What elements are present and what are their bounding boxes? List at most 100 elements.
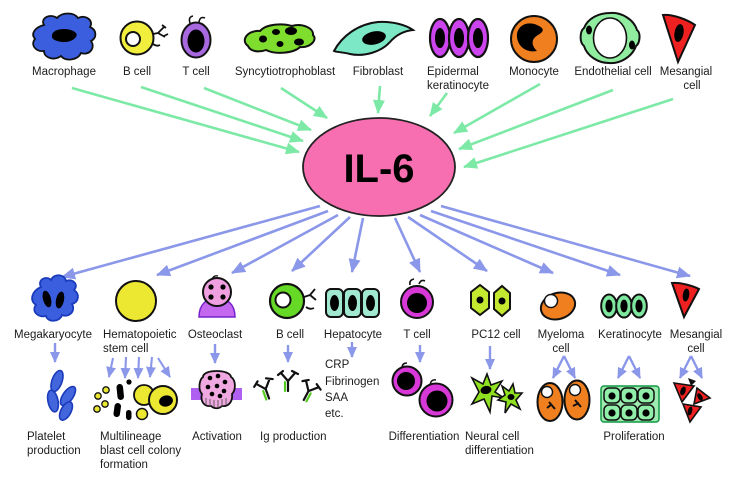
macrophage-nucleus bbox=[51, 29, 77, 43]
mesangial-fork-arrow bbox=[678, 355, 704, 379]
target-myeloma: Myeloma cell bbox=[538, 291, 585, 355]
target-label-hematopoietic: Hematopoietic bbox=[103, 329, 177, 341]
target-label-hepatocyte: Hepatocyte bbox=[324, 329, 382, 341]
target-label-mesangial: Mesangial bbox=[670, 329, 722, 341]
b-cell-inner bbox=[274, 291, 292, 309]
arrow-il6-to-t-cell bbox=[393, 217, 422, 273]
arrow-il6-to-pc12 bbox=[407, 215, 488, 273]
blast-colony-icon bbox=[93, 379, 178, 421]
b-cell-receptor-icon bbox=[303, 288, 317, 310]
epidermal-keratinocyte-cell-icon bbox=[428, 17, 490, 59]
endothelial-nucleus-right bbox=[629, 40, 635, 50]
osteoclast-nuclei bbox=[208, 284, 226, 300]
source-label-macrophage: Macrophage bbox=[32, 66, 96, 78]
osteoclast-antenna bbox=[211, 275, 219, 280]
proliferating-keratinocytes-icon bbox=[600, 385, 660, 423]
il6-label: IL-6 bbox=[343, 147, 414, 191]
outcome-proliferation: Proliferation bbox=[603, 431, 664, 443]
arrow-b-cell-to-il6 bbox=[140, 85, 304, 143]
arrow-syncytiotrophoblast-to-il6 bbox=[280, 86, 328, 120]
target-label-osteoclast: Osteoclast bbox=[188, 329, 243, 341]
effect-arrows bbox=[50, 342, 704, 379]
outcome-multilineage-3: formation bbox=[100, 459, 148, 471]
hematopoietic-fan-arrows bbox=[106, 356, 171, 379]
b-cell-receptor-icon bbox=[151, 24, 169, 47]
outcome-activation: Activation bbox=[192, 431, 242, 443]
target-label-b-cell: B cell bbox=[276, 329, 304, 341]
source-label-keratinocyte: keratinocyte bbox=[427, 80, 489, 92]
source-endothelial: Endothelial cell bbox=[574, 11, 652, 78]
source-label-fibroblast: Fibroblast bbox=[353, 66, 404, 78]
target-hematopoietic: Hematopoietic stem cell bbox=[103, 280, 177, 355]
target-label-megakaryocyte: Megakaryocyte bbox=[14, 329, 92, 341]
arrow-il6-to-myeloma bbox=[419, 213, 554, 275]
source-label-b-cell: B cell bbox=[123, 66, 151, 78]
blast-rods bbox=[113, 379, 132, 420]
target-label-t-cell: T cell bbox=[403, 329, 430, 341]
neurons-icon bbox=[470, 371, 524, 415]
outcome-platelet-2: production bbox=[27, 445, 81, 457]
target-t-cell: T cell bbox=[400, 278, 434, 341]
fibroblast-nucleus bbox=[362, 31, 386, 45]
source-syncytiotrophoblast: Syncytiotrophoblast bbox=[235, 23, 336, 78]
arrow-il6-to-b-cell bbox=[291, 216, 351, 272]
outcome-neural-2: differentiation bbox=[465, 445, 534, 457]
protein-crp: CRP bbox=[325, 359, 350, 371]
myeloma-fork-arrow bbox=[551, 355, 577, 379]
monocyte-nucleus bbox=[516, 23, 543, 52]
arrow-endothelial-to-il6 bbox=[458, 88, 614, 151]
source-label-mesangial: Mesangial bbox=[660, 66, 712, 78]
target-hepatocyte: Hepatocyte bbox=[324, 288, 382, 341]
t-cell-nucleus bbox=[407, 293, 427, 313]
target-label-stem-cell: stem cell bbox=[103, 343, 148, 355]
il6-node: IL-6 bbox=[302, 117, 456, 217]
source-fibroblast: Fibroblast bbox=[332, 20, 416, 78]
target-label-keratinocyte: Keratinocyte bbox=[598, 329, 662, 341]
target-mesangial: Mesangial cell bbox=[670, 281, 722, 355]
myeloma-nucleolus bbox=[543, 293, 559, 309]
mesangial-nucleus bbox=[682, 288, 690, 302]
target-b-cell: B cell bbox=[268, 282, 317, 341]
target-keratinocyte: Keratinocyte bbox=[598, 293, 662, 341]
keratinocyte-cell-icon bbox=[600, 293, 648, 319]
hepatocyte-cell-icon bbox=[325, 288, 380, 318]
arrow-monocyte-to-il6 bbox=[453, 82, 541, 135]
source-label-endothelial: Endothelial cell bbox=[574, 66, 651, 78]
protein-saa: SAA bbox=[325, 392, 348, 404]
target-label-pc12: PC12 cell bbox=[471, 329, 520, 341]
outcome-neural-1: Neural cell bbox=[465, 431, 519, 443]
arrow-il6-to-osteoclast bbox=[231, 213, 339, 275]
hematopoietic-stem-cell-icon bbox=[115, 280, 157, 322]
arrow-il6-to-megakaryocyte bbox=[61, 204, 321, 280]
source-label-monocyte: Monocyte bbox=[509, 66, 559, 78]
arrow-il6-to-mesangial bbox=[440, 204, 691, 279]
osteoclast-cell-icon bbox=[202, 277, 232, 307]
mesangial-nucleus bbox=[674, 24, 684, 42]
source-t-cell: T cell bbox=[180, 15, 212, 78]
mesangial-daughters-icon bbox=[672, 378, 712, 424]
source-macrophage: Macrophage bbox=[32, 12, 97, 78]
target-arrows bbox=[61, 204, 691, 280]
target-label-mesangial-2: cell bbox=[687, 343, 704, 355]
arrow-t-cell-to-il6 bbox=[203, 86, 312, 132]
endothelial-lumen bbox=[592, 17, 628, 59]
arrow-mesangial-to-il6 bbox=[463, 97, 674, 169]
outcome-multilineage-1: Multilineage bbox=[100, 431, 161, 443]
platelets-icon bbox=[46, 369, 77, 421]
outcome-multilineage-2: blast cell colony bbox=[100, 445, 181, 457]
keratinocyte-fork-arrow bbox=[616, 355, 642, 379]
target-megakaryocyte: Megakaryocyte bbox=[14, 274, 92, 341]
source-label-syncytiotrophoblast: Syncytiotrophoblast bbox=[235, 66, 336, 78]
syncytiotrophoblast-nuclei bbox=[259, 27, 304, 47]
source-mesangial: Mesangial cell bbox=[660, 13, 712, 92]
target-label-myeloma: Myeloma bbox=[538, 329, 585, 341]
il6-ellipse bbox=[302, 117, 456, 217]
outcome-platelet-1: Platelet bbox=[27, 431, 66, 443]
t-cell-nucleus bbox=[187, 29, 205, 53]
arrow-macrophage-to-il6 bbox=[71, 86, 300, 155]
target-pc12: PC12 cell bbox=[470, 283, 521, 341]
antibodies-icon bbox=[253, 369, 322, 403]
source-label-t-cell: T cell bbox=[182, 66, 209, 78]
target-osteoclast: Osteoclast bbox=[188, 275, 243, 341]
differentiated-t-cells-icon bbox=[391, 362, 454, 418]
